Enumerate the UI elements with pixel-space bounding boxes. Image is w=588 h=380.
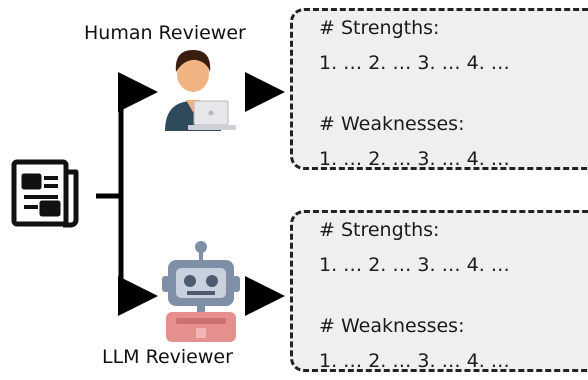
human-reviewer-label: Human Reviewer xyxy=(84,22,246,44)
human-with-laptop-icon xyxy=(165,50,236,131)
branch-connector xyxy=(96,72,158,316)
weaknesses-heading: # Weaknesses: xyxy=(319,113,465,135)
llm-reviewer-label: LLM Reviewer xyxy=(102,346,233,368)
strengths-items: 1. … 2. … 3. … 4. … xyxy=(319,52,510,74)
human-review-box: # Strengths: 1. … 2. … 3. … 4. … # Weakn… xyxy=(290,8,588,170)
strengths-heading: # Strengths: xyxy=(319,17,440,39)
document-icon xyxy=(11,159,79,228)
weaknesses-items: 1. … 2. … 3. … 4. … xyxy=(319,350,510,372)
strengths-heading: # Strengths: xyxy=(319,219,440,241)
weaknesses-heading: # Weaknesses: xyxy=(319,315,465,337)
robot-icon xyxy=(162,241,240,342)
llm-review-box: # Strengths: 1. … 2. … 3. … 4. … # Weakn… xyxy=(290,210,588,372)
weaknesses-items: 1. … 2. … 3. … 4. … xyxy=(319,148,510,170)
strengths-items: 1. … 2. … 3. … 4. … xyxy=(319,254,510,276)
